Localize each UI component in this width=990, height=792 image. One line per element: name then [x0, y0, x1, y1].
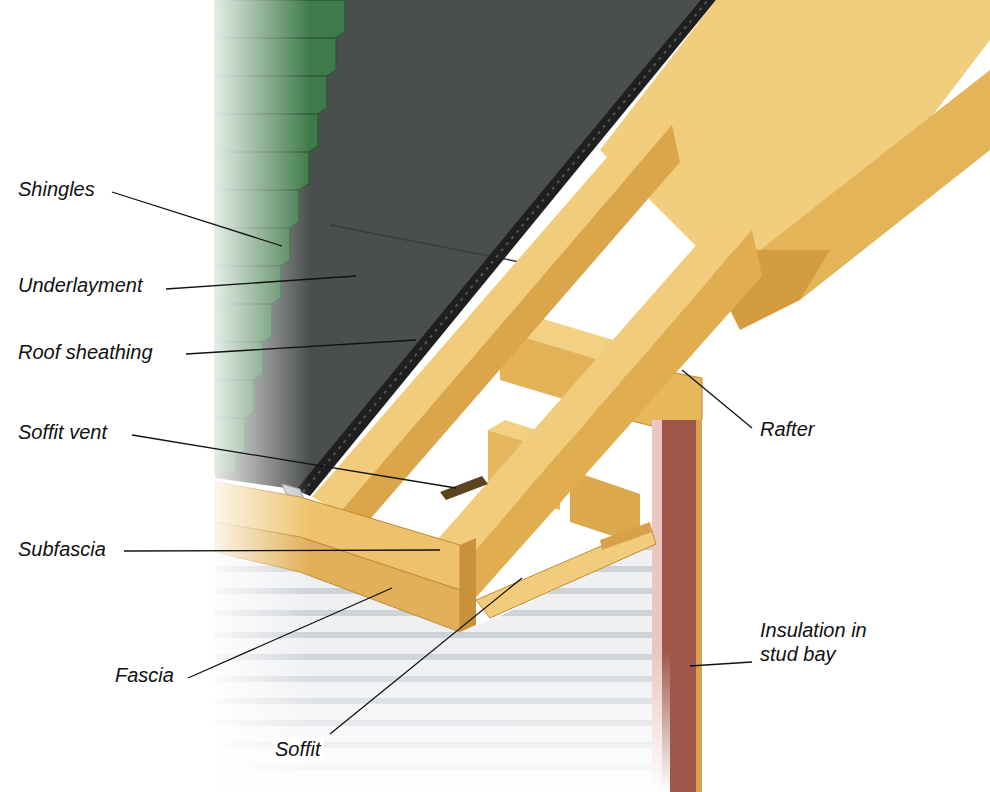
part-label: Fascia [112, 663, 177, 687]
part-label: Soffit vent [15, 420, 110, 444]
part-label: Subfascia [15, 537, 109, 561]
leader-lines [330, 578, 522, 734]
sheathing-texture [303, 0, 708, 492]
leader-lines [166, 276, 356, 289]
leader-lines [682, 370, 752, 428]
leader-lines [112, 192, 282, 246]
part-label: Roof sheathing [15, 340, 156, 364]
outer-rafter [312, 110, 672, 512]
leader-lines [124, 550, 440, 551]
part-label: Shingles [15, 177, 98, 201]
stud-face [696, 420, 702, 792]
leader-lines [112, 192, 752, 734]
leader-lines [188, 588, 392, 678]
leader-lines [690, 662, 752, 666]
lookout [600, 522, 652, 550]
part-label: Insulation in stud bay [757, 618, 895, 666]
soffit-vent [440, 476, 488, 500]
leader-lines [132, 435, 456, 488]
part-label: Rafter [757, 417, 817, 441]
part-label: Underlayment [15, 273, 146, 297]
fade-bottom [200, 650, 670, 792]
part-label: Soffit [272, 737, 324, 761]
leader-lines [186, 340, 416, 354]
